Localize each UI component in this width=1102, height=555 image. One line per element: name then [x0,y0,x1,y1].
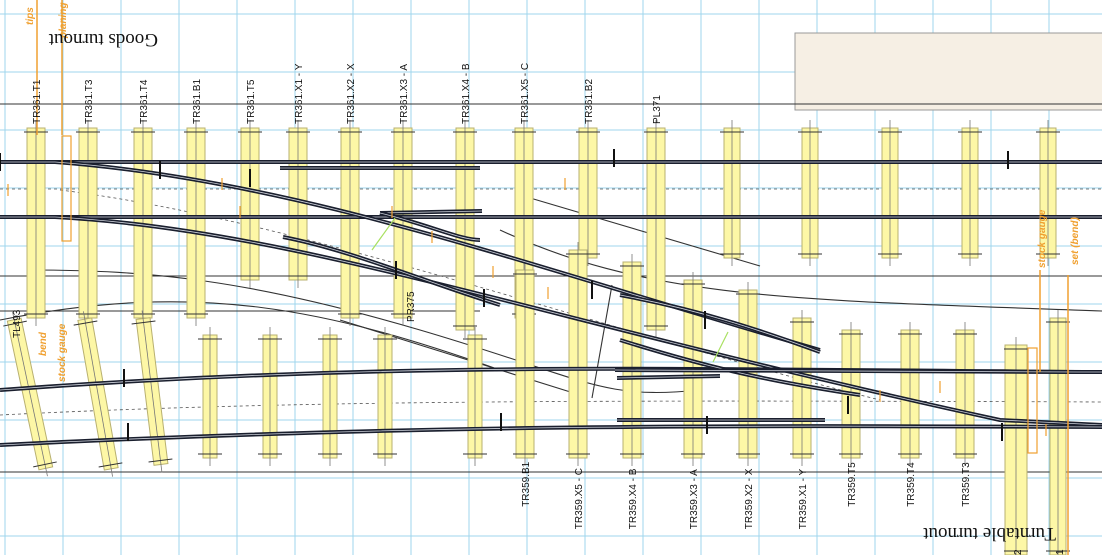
planing-box [61,135,72,242]
timber [131,310,173,473]
timber-label: TR361.B1 [192,79,203,124]
timber-label: TR359.X5 - C [574,468,585,529]
timber [620,254,644,466]
timber-label: TR361.T5 [246,79,257,124]
timber [953,322,977,466]
timber-label: TR361.X4 - B [461,63,472,124]
timber [798,120,822,266]
timber-label-pr375: PR375 [406,291,417,322]
info-panel [794,32,1102,111]
stock-gauge-box [1027,347,1038,454]
timber-label: TR361.B2 [584,79,595,124]
timber-label: TR361.T4 [139,79,150,124]
timber-label: TR359.T5 [847,462,858,507]
timber-label: TR359.X3 - A [689,469,700,529]
timber [720,120,744,266]
timber-label-tl493: TL493 [12,309,23,338]
timber [644,120,668,338]
bend-label: bend [38,331,49,356]
check-rail-top-2 [282,235,501,307]
wing-rail-bottom [619,293,821,354]
crossing-nose-bottom [616,374,721,380]
stock-gauge-label-left: stock gauge [57,323,68,382]
edge-label-2: 2 [1013,549,1024,555]
timber [76,120,100,326]
turntable-turnout-title: Turntable turnout [922,523,1056,544]
timber [878,120,902,266]
timber [463,327,487,466]
timber [898,322,922,466]
timber [958,120,982,266]
markers-layer [7,0,1069,555]
timber [318,327,342,466]
wing-rail-top [379,209,483,215]
timber-label: TR359.T3 [961,462,972,507]
timber [258,327,282,466]
edge-label-1: 1 [1055,549,1066,555]
timber [513,262,537,466]
crossing-nose-top [379,211,481,242]
timber [373,327,397,466]
set-bend-label: set (bend) [1070,217,1081,265]
tips-label: tips [25,7,36,25]
timber-label: TR359.X2 - X [744,468,755,529]
timber [338,120,362,326]
bottom-straight-rail-2 [0,424,1102,447]
timber-label: TR361.X5 - C [520,63,531,124]
timber [1004,337,1028,555]
timber-label: TR359.B1 [521,461,532,506]
goods-turnout-title: Goods turnout [48,29,158,50]
guide-lines [0,103,1102,473]
timber-label: TR361.X2 - X [346,63,357,124]
timber [576,120,600,266]
labels-layer: TR361.T1 TR361.T3 TR361.T4 TR361.B1 TR361.T5… [12,2,1081,555]
turntable-curve-1 [614,368,1102,374]
timber-label: TR361.X3 - A [399,64,410,124]
tick-marks [0,149,1009,441]
timber [1046,310,1070,555]
timber-label: TR361.T1 [32,79,43,124]
timber-label: TR359.X1 - Y [798,468,809,529]
timber [3,311,57,477]
timber-label: TR359.X4 - B [628,468,639,529]
timber [24,120,48,326]
timber [184,120,208,326]
stock-gauge-label-right: stock gauge [1037,209,1048,268]
planing-label: planing [58,2,69,39]
timber-label: TR359.T4 [906,462,917,507]
timber-label: PL371 [652,95,663,124]
timber [198,327,222,466]
check-lines [371,217,729,363]
timber-label: TR361.T3 [84,79,95,124]
goods-turnout-curve-2 [54,215,1102,427]
timber [238,120,262,288]
timber [453,120,477,338]
timber [566,242,590,466]
timber-label: TR361.X1 - Y [294,63,305,124]
timber [73,311,123,477]
